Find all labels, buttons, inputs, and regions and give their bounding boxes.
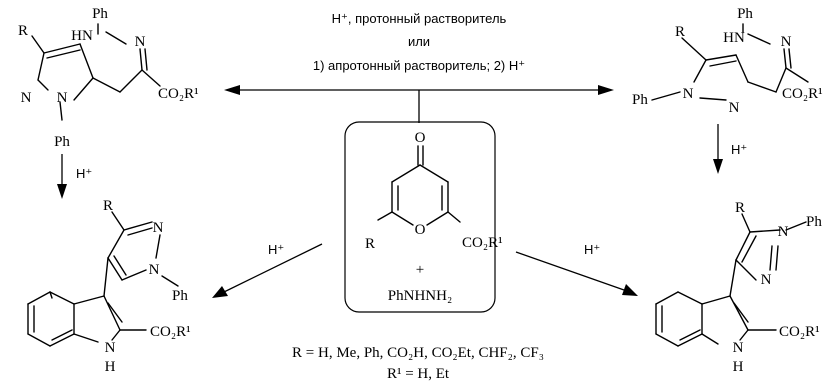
n-phenyl-label: Ph bbox=[172, 288, 188, 304]
ester-group: CO₂R¹ bbox=[158, 86, 199, 102]
n-phenyl-label: Ph bbox=[806, 214, 822, 230]
legend-r1: R¹ = H, Et bbox=[387, 366, 450, 382]
hydrazone-left-bonds bbox=[31, 23, 161, 121]
product-left: R N N Ph CO₂R¹ N H bbox=[27, 198, 191, 375]
substituent-legend: R = H, Me, Ph, CO₂H, CO₂Et, CHF₂, CF₃ R¹… bbox=[292, 345, 544, 382]
product-left-bonds bbox=[27, 211, 179, 347]
hydrazone-right-bonds bbox=[651, 23, 809, 101]
imine-n-label: N bbox=[781, 34, 792, 50]
diag-right-reagent: H⁺ bbox=[584, 242, 600, 257]
condition-line-1: H⁺, протонный растворитель bbox=[332, 11, 507, 26]
diagonal-arrow-left: H⁺ bbox=[212, 242, 323, 298]
hn-label: HN bbox=[71, 28, 93, 44]
n-phenyl-label: Ph bbox=[54, 134, 70, 150]
pyrazole-n2-label: N bbox=[761, 272, 772, 288]
pyrazole-n1-label: N bbox=[149, 262, 160, 278]
ester-group: CO₂R¹ bbox=[150, 324, 191, 340]
phenylhydrazine: PhNHNH₂ bbox=[388, 288, 452, 304]
box-frame bbox=[344, 121, 496, 313]
product-right-bonds bbox=[655, 213, 807, 347]
ring-oxygen: O bbox=[415, 222, 426, 238]
top-conditions: H⁺, протонный растворитель или 1) апрото… bbox=[313, 11, 525, 73]
substituent-r: R bbox=[103, 198, 113, 214]
pyrazole-n2-label: N bbox=[21, 90, 32, 106]
hn-label: HN bbox=[723, 30, 745, 46]
substituent-r: R bbox=[735, 200, 745, 216]
plus-sign: + bbox=[416, 262, 424, 278]
substituent-r: R bbox=[365, 236, 375, 252]
imine-n-label: N bbox=[135, 34, 146, 50]
phenyl-label: Ph bbox=[737, 6, 753, 22]
n-phenyl-label: Ph bbox=[632, 92, 648, 108]
indole-n-label: N bbox=[105, 340, 116, 356]
indole-h-label: H bbox=[733, 359, 744, 375]
diag-left-reagent: H⁺ bbox=[268, 242, 284, 257]
ester-group: CO₂R¹ bbox=[779, 324, 820, 340]
pyranone-ring bbox=[377, 145, 461, 226]
ester-group: CO₂R¹ bbox=[782, 86, 823, 102]
carbonyl-oxygen: O bbox=[415, 130, 426, 146]
diagonal-arrow-right: H⁺ bbox=[515, 242, 638, 296]
ester-group: CO₂R¹ bbox=[462, 235, 503, 251]
condition-line-3: 1) апротонный растворитель; 2) H⁺ bbox=[313, 58, 525, 73]
phenyl-label: Ph bbox=[92, 6, 108, 22]
hydrazone-left: Ph HN N R N N Ph CO₂R¹ bbox=[18, 6, 199, 150]
pyrazole-n1-label: N bbox=[57, 90, 68, 106]
condition-line-2: или bbox=[408, 34, 430, 49]
right-down-reagent: H⁺ bbox=[731, 142, 747, 157]
top-arrow-left-head bbox=[224, 85, 240, 95]
hydrazone-right: Ph HN N R Ph N N CO₂R¹ bbox=[632, 6, 823, 116]
indole-n-label: N bbox=[733, 340, 744, 356]
pyrazole-n1-label: N bbox=[778, 224, 789, 240]
product-right: R N Ph N CO₂R¹ N H bbox=[655, 200, 822, 375]
pyrazole-n2-label: N bbox=[153, 220, 164, 236]
substituent-r: R bbox=[18, 23, 28, 39]
pyrazole-n2-label: N bbox=[729, 100, 740, 116]
top-arrows bbox=[224, 85, 614, 123]
indole-h-label: H bbox=[105, 359, 116, 375]
left-down-reagent: H⁺ bbox=[76, 166, 92, 181]
left-down-arrow: H⁺ bbox=[57, 154, 92, 199]
substituent-r: R bbox=[675, 24, 685, 40]
right-down-arrow: H⁺ bbox=[713, 124, 747, 174]
starting-material-box: O O R CO₂R¹ + PhNHNH₂ bbox=[344, 121, 503, 313]
pyrazole-n1-label: N bbox=[683, 86, 694, 102]
top-arrow-right-head bbox=[598, 85, 614, 95]
legend-r: R = H, Me, Ph, CO₂H, CO₂Et, CHF₂, CF₃ bbox=[292, 345, 544, 361]
